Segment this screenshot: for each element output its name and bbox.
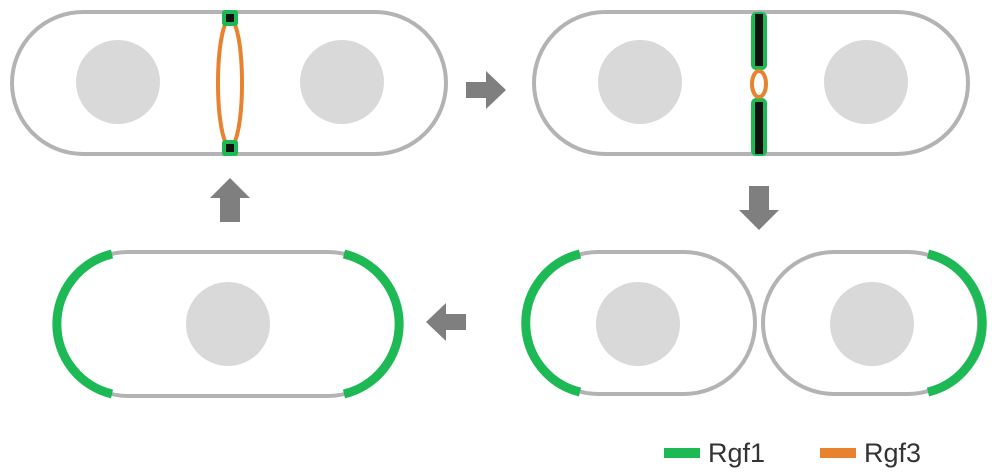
septum-core	[755, 14, 763, 66]
stage-1-cell	[10, 10, 448, 156]
nucleus	[596, 282, 680, 366]
arrow-down-icon	[739, 186, 779, 230]
nucleus	[830, 282, 914, 366]
rgf1-cell-tip-right	[342, 249, 404, 399]
rgf1-cell-tip	[926, 249, 987, 397]
nucleus	[598, 40, 682, 124]
arrow-up-icon	[210, 178, 250, 222]
nucleus	[300, 40, 384, 124]
arrow-right-icon	[466, 71, 506, 109]
legend-swatch-rgf1	[664, 448, 700, 458]
septum-core	[755, 102, 763, 154]
rgf3-ring	[750, 69, 768, 99]
legend-label-rgf3: Rgf3	[864, 438, 921, 468]
legend-swatch-rgf3	[820, 448, 856, 458]
arrow-down	[739, 186, 779, 230]
stage-2-cell	[532, 10, 970, 156]
septum-core	[226, 144, 234, 152]
stage-4-cell	[52, 249, 404, 399]
legend: Rgf1 Rgf3	[664, 438, 921, 468]
rgf1-cell-tip	[521, 249, 582, 397]
nucleus	[824, 40, 908, 124]
legend-label-rgf1: Rgf1	[708, 438, 765, 468]
stage-3-cells	[521, 249, 987, 397]
nucleus	[186, 282, 270, 366]
arrow-up	[210, 178, 250, 222]
arrow-right	[466, 71, 506, 109]
septum-core	[226, 14, 234, 22]
arrow-left-icon	[426, 303, 466, 341]
rgf1-cell-tip-left	[52, 249, 114, 399]
arrow-left	[426, 303, 466, 341]
nucleus	[76, 40, 160, 124]
